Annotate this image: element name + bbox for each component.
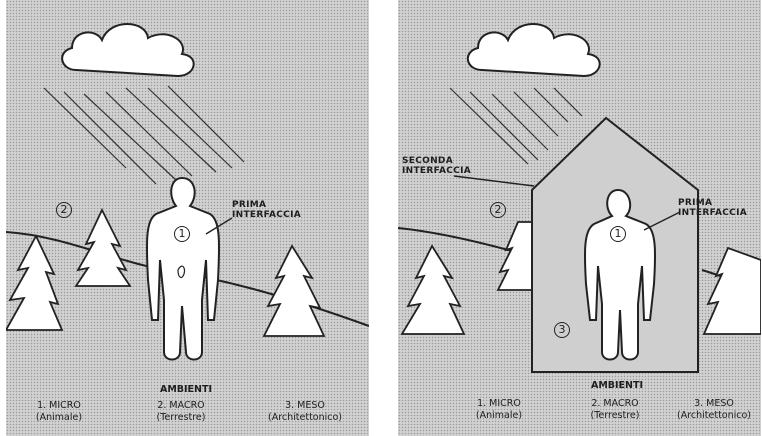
panel-gap bbox=[369, 0, 398, 436]
micro-sub: (Animale) bbox=[454, 410, 544, 422]
first-interface-label: PRIMA INTERFACCIA bbox=[232, 200, 301, 220]
panel-right-drawing bbox=[398, 0, 761, 436]
panel-left-drawing bbox=[6, 0, 369, 436]
zone-2-marker: 2 bbox=[56, 202, 72, 218]
cloud-icon bbox=[62, 24, 194, 76]
first-interface-label: PRIMA INTERFACCIA bbox=[678, 198, 747, 218]
rain-lines bbox=[450, 88, 582, 164]
second-interface-pointer bbox=[454, 176, 534, 186]
micro-sub: (Animale) bbox=[14, 412, 104, 424]
macro-title: 2. MACRO bbox=[136, 400, 226, 412]
meso-sub: (Architettonico) bbox=[250, 412, 360, 424]
zone-3-marker: 3 bbox=[554, 322, 570, 338]
micro-title: 1. MICRO bbox=[454, 398, 544, 410]
macro-sub: (Terrestre) bbox=[570, 410, 660, 422]
second-interface-label: SECONDA INTERFACCIA bbox=[402, 156, 471, 176]
meso-sub: (Architettonico) bbox=[668, 410, 760, 422]
zone-2-marker: 2 bbox=[490, 202, 506, 218]
zone-1-marker: 1 bbox=[610, 226, 626, 242]
rain-lines bbox=[44, 86, 244, 184]
meso-title: 3. MESO bbox=[250, 400, 360, 412]
diagram-panel-left: 1 2 PRIMA INTERFACCIA AMBIENTI 1. MICRO … bbox=[6, 0, 369, 436]
macro-sub: (Terrestre) bbox=[136, 412, 226, 424]
zone-1-marker: 1 bbox=[174, 226, 190, 242]
human-figure-icon bbox=[147, 178, 219, 360]
macro-title: 2. MACRO bbox=[570, 398, 660, 410]
meso-title: 3. MESO bbox=[668, 398, 760, 410]
environments-heading: AMBIENTI bbox=[572, 380, 662, 392]
environments-heading: AMBIENTI bbox=[146, 384, 226, 396]
diagram-panel-right: 1 2 3 SECONDA INTERFACCIA PRIMA INTERFAC… bbox=[398, 0, 761, 436]
cloud-icon bbox=[468, 24, 600, 76]
micro-title: 1. MICRO bbox=[14, 400, 104, 412]
